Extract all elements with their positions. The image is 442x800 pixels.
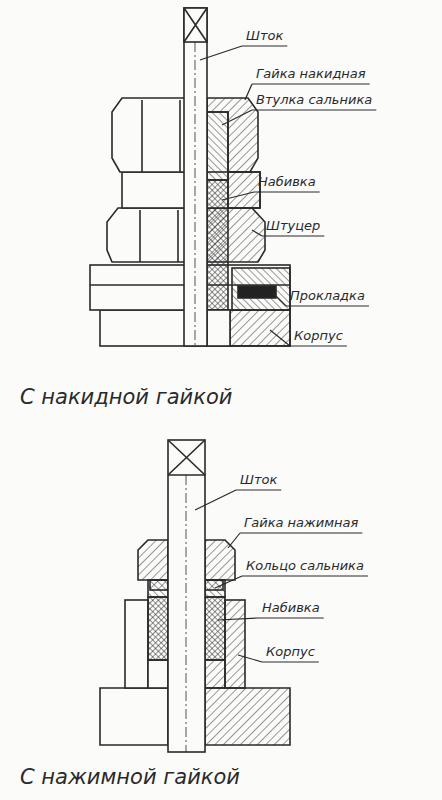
label-underline [240, 532, 362, 533]
label-underline [286, 305, 369, 306]
leader-line [228, 533, 240, 548]
leader-line [215, 576, 242, 588]
leader-line [245, 84, 252, 100]
part-label: Корпус [294, 328, 343, 344]
figure-caption: С нажимной гайкой [20, 764, 240, 790]
leader-line [200, 46, 242, 60]
part-label: Корпус [266, 644, 315, 660]
label-underline [262, 661, 319, 662]
leader-line [222, 192, 254, 200]
label-underline [242, 45, 287, 46]
leader-line [270, 330, 290, 346]
label-underline [258, 617, 324, 618]
figure-caption: С накидной гайкой [20, 384, 232, 410]
part-label: Втулка сальника [256, 92, 372, 108]
label-underline [262, 235, 324, 236]
leader-line [222, 110, 252, 125]
leader-line [195, 490, 236, 510]
leader-line [218, 618, 258, 620]
part-label: Набивка [262, 600, 320, 616]
leader-line [238, 655, 262, 662]
part-label: Шток [246, 28, 283, 44]
leader-line [272, 292, 286, 306]
label-underline [290, 345, 347, 346]
leader-line [252, 230, 262, 236]
part-label: Прокладка [290, 288, 365, 304]
label-underline [252, 109, 376, 110]
part-label: Штуцер [266, 218, 320, 234]
label-underline [242, 575, 368, 576]
label-underline [252, 83, 370, 84]
label-underline [236, 489, 281, 490]
part-label: Гайка нажимная [244, 515, 358, 531]
part-label: Шток [240, 472, 277, 488]
part-label: Кольцо сальника [246, 558, 364, 574]
part-label: Набивка [258, 174, 316, 190]
label-underline [254, 191, 320, 192]
part-label: Гайка накидная [256, 66, 366, 82]
